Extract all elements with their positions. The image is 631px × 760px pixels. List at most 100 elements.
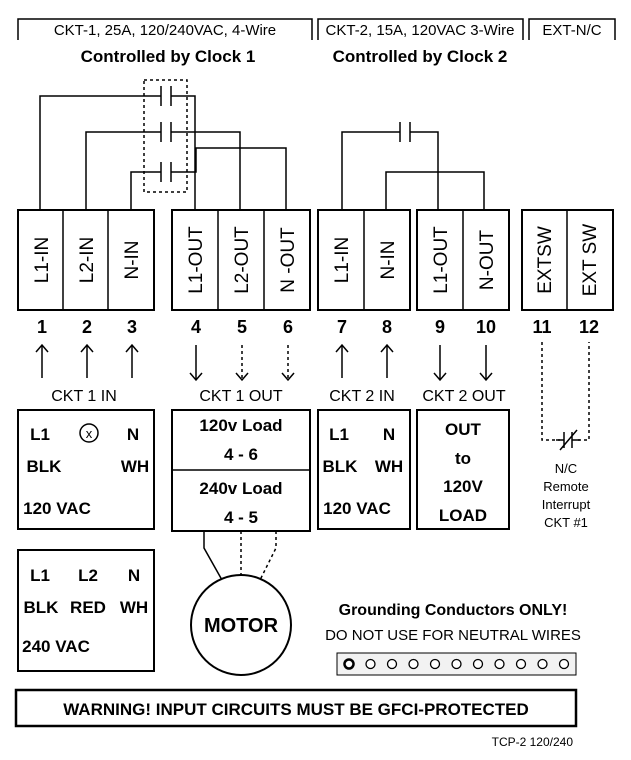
svg-text:LOAD: LOAD	[439, 506, 487, 525]
terminal-block-ckt2-in	[317, 209, 411, 311]
remote-switch-loop	[541, 342, 590, 451]
svg-text:x: x	[86, 426, 93, 441]
ckt2-header-bracket	[317, 18, 524, 40]
svg-text:N: N	[383, 425, 395, 444]
model-number: TCP-2 120/240	[492, 735, 574, 749]
svg-text:L1: L1	[30, 566, 50, 585]
terminal-number-7: 7	[337, 317, 347, 337]
ground-screw-icon	[429, 658, 441, 670]
svg-text:WH: WH	[121, 457, 149, 476]
terminal-block-ckt2-out	[416, 209, 510, 311]
ground-screw-icon	[515, 658, 527, 670]
ckt2-out-label: CKT 2 OUT	[422, 388, 506, 405]
svg-text:L1: L1	[30, 425, 50, 444]
ground-screw-icon	[386, 658, 398, 670]
ckt1-relay-wiring	[39, 79, 287, 210]
terminal-label-5: L2-OUT	[232, 226, 253, 294]
svg-text:RED: RED	[70, 598, 106, 617]
terminal-block-ext	[521, 209, 614, 311]
terminal-labels: L1-IN L2-IN N-IN L1-OUT L2-OUT N -OUT L1…	[32, 224, 601, 297]
terminal-label-1: L1-IN	[32, 237, 53, 283]
ground-screw-icon	[494, 658, 505, 670]
svg-text:N/C: N/C	[555, 461, 577, 476]
svg-text:BLK: BLK	[27, 457, 63, 476]
svg-text:Interrupt: Interrupt	[542, 497, 591, 512]
terminal-number-8: 8	[382, 317, 392, 337]
svg-text:L1: L1	[329, 425, 349, 444]
terminal-block-ckt1-in	[17, 209, 155, 311]
terminal-label-2: L2-IN	[77, 237, 98, 283]
terminal-label-12: EXT SW	[580, 224, 601, 297]
ground-screw-icon	[558, 658, 570, 670]
ground-screw-icon	[408, 658, 419, 670]
ckt1-header-bracket	[17, 18, 313, 40]
terminal-number-12: 12	[579, 317, 599, 337]
svg-text:120 VAC: 120 VAC	[323, 499, 391, 518]
terminal-numbers: 1 2 3 4 5 6 7 8 9 10 11 12	[37, 317, 599, 337]
ckt1-in-arrows	[35, 343, 139, 378]
svg-text:120V: 120V	[443, 477, 483, 496]
svg-text:WH: WH	[120, 598, 148, 617]
svg-text:240v Load: 240v Load	[199, 479, 282, 498]
ckt1-in-label: CKT 1 IN	[51, 388, 117, 405]
svg-text:L2: L2	[78, 566, 98, 585]
load-box: 120v Load 4 - 6 240v Load 4 - 5	[171, 409, 311, 532]
terminal-number-3: 3	[127, 317, 137, 337]
ckt1-subtitle: Controlled by Clock 1	[81, 47, 256, 66]
terminal-label-9: L1-OUT	[431, 226, 452, 294]
ckt1-out-arrows	[189, 345, 295, 382]
svg-text:WH: WH	[375, 457, 403, 476]
svg-text:MOTOR: MOTOR	[204, 615, 279, 637]
svg-text:CKT #1: CKT #1	[544, 515, 588, 530]
ckt1-title: CKT-1, 25A, 120/240VAC, 4-Wire	[54, 22, 276, 39]
svg-text:120 VAC: 120 VAC	[23, 499, 91, 518]
ckt2-in-arrows	[335, 343, 394, 378]
clock1-relay-enclosure	[143, 79, 188, 193]
terminal-number-11: 11	[532, 317, 551, 337]
ckt2-relay-wiring	[341, 122, 485, 210]
terminal-label-7: L1-IN	[332, 237, 353, 283]
terminal-number-10: 10	[476, 317, 496, 337]
fuse-icon	[79, 423, 99, 443]
ground-bar	[336, 652, 577, 676]
terminal-label-8: N-IN	[378, 240, 399, 279]
grounding-subtitle: DO NOT USE FOR NEUTRAL WIRES	[325, 627, 581, 644]
terminal-number-1: 1	[37, 317, 47, 337]
motor-wiring	[203, 531, 277, 581]
terminal-number-2: 2	[82, 317, 92, 337]
svg-text:240 VAC: 240 VAC	[22, 637, 90, 656]
ground-screw-icon	[365, 658, 376, 670]
ckt2-in-box: L1 N BLK WH 120 VAC	[317, 409, 411, 530]
terminal-label-6: N -OUT	[278, 227, 299, 293]
terminal-label-3: N-IN	[122, 240, 143, 279]
svg-text:4 - 5: 4 - 5	[224, 508, 258, 527]
ground-screw-icon	[472, 658, 484, 670]
ground-screw-icon	[537, 658, 548, 670]
terminal-number-6: 6	[283, 317, 293, 337]
motor: MOTOR	[190, 574, 292, 676]
terminal-number-5: 5	[237, 317, 247, 337]
remote-interrupt-label: N/C Remote Interrupt CKT #1	[542, 461, 591, 530]
ckt2-in-label: CKT 2 IN	[329, 388, 395, 405]
ground-screw-icon	[451, 658, 462, 670]
svg-text:N: N	[128, 566, 140, 585]
svg-text:BLK: BLK	[24, 598, 60, 617]
grounding-title: Grounding Conductors ONLY!	[339, 602, 568, 619]
ckt2-out-box: OUT to 120V LOAD	[416, 409, 510, 530]
svg-text:Remote: Remote	[543, 479, 589, 494]
terminal-number-4: 4	[191, 317, 201, 337]
ckt2-title: CKT-2, 15A, 120VAC 3-Wire	[326, 22, 515, 39]
ext-header-bracket	[528, 18, 616, 40]
terminal-label-11: EXTSW	[535, 226, 556, 294]
svg-text:BLK: BLK	[323, 457, 359, 476]
svg-text:N: N	[127, 425, 139, 444]
ckt2-out-arrows	[433, 345, 493, 382]
warning-banner: WARNING! INPUT CIRCUITS MUST BE GFCI-PRO…	[14, 688, 578, 728]
svg-text:WARNING! INPUT CIRCUITS MUST: WARNING! INPUT CIRCUITS MUST BE GFCI-PRO…	[63, 700, 529, 719]
box-240vac: L1 L2 N BLK RED WH 240 VAC	[17, 549, 155, 672]
ckt2-subtitle: Controlled by Clock 2	[333, 47, 508, 66]
svg-text:4 - 6: 4 - 6	[224, 445, 258, 464]
terminal-block-ckt1-out	[171, 209, 311, 311]
ground-screw-icon	[343, 658, 355, 670]
